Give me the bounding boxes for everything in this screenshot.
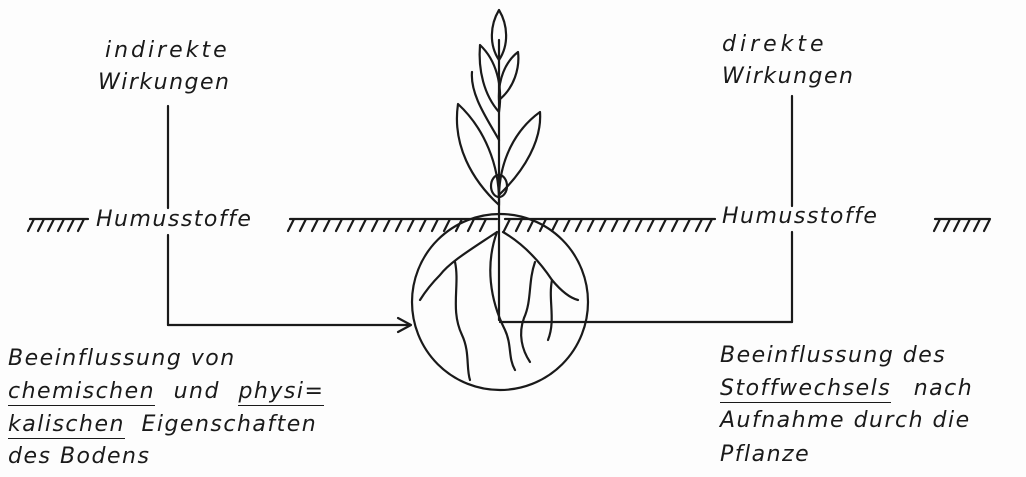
left-effect-line2: chemischen und physi= <box>8 381 324 403</box>
left-soil-label: Humusstoffe <box>96 209 252 231</box>
left-effect-word-eigenschaften: Eigenschaften <box>141 412 317 437</box>
right-effect-line2: Stoffwechsels nach <box>720 378 973 400</box>
left-heading-line1: indirekte <box>105 40 230 62</box>
left-effect-line1: Beeinflussung von <box>8 348 236 370</box>
left-effect-line3: kalischen Eigenschaften <box>8 414 317 436</box>
right-effect-line3: Aufnahme durch die <box>720 410 971 432</box>
right-effect-word-nach: nach <box>914 376 973 401</box>
left-effect-term-chemischen: chemischen <box>8 379 155 406</box>
plant-shoot <box>457 10 540 222</box>
right-soil-label: Humusstoffe <box>722 206 878 228</box>
left-effect-word-und: und <box>174 379 220 404</box>
left-heading-line2: Wirkungen <box>98 72 230 94</box>
right-heading-line2: Wirkungen <box>722 66 854 88</box>
left-effect-term-kalischen: kalischen <box>8 412 125 439</box>
right-effect-line4: Pflanze <box>720 444 810 466</box>
right-heading-line1: direkte <box>722 34 828 56</box>
left-effect-term-physi: physi= <box>238 379 324 406</box>
root-zone <box>412 214 588 390</box>
right-effect-term-stoffwechsels: Stoffwechsels <box>720 376 891 403</box>
right-effect-line1: Beeinflussung des <box>720 345 946 367</box>
left-effect-line4: des Bodens <box>8 446 150 468</box>
